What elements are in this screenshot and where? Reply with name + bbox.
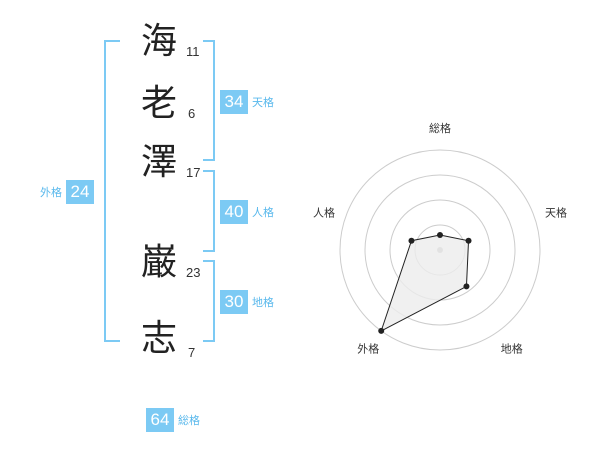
stroke-count-5: 7 (188, 345, 196, 360)
name-char-3: 澤 (141, 142, 178, 183)
radar-ring (339, 149, 541, 351)
radar-polygon (380, 234, 470, 332)
stroke-count-1: 11 (186, 44, 200, 59)
name-char-5: 志 (141, 318, 178, 359)
name-char-2: 老 (141, 83, 178, 124)
chikaku-bracket (203, 260, 215, 342)
jinkaku-bracket (203, 170, 215, 252)
gaikaku-bracket (104, 40, 120, 342)
jinkaku-value: 40 (220, 200, 248, 224)
name-char-1: 海 (141, 21, 178, 62)
stroke-count-3: 17 (186, 165, 201, 180)
tenkaku-label: 天格 (252, 96, 274, 109)
chikaku-badge: 30 地格 (220, 290, 274, 314)
radar-series (378, 232, 472, 334)
chikaku-value: 30 (220, 290, 248, 314)
soukaku-value: 64 (146, 408, 174, 432)
radar-axis-label: 地格 (501, 342, 523, 356)
radar-axis-label: 天格 (545, 205, 567, 219)
soukaku-badge: 64 総格 (146, 408, 200, 432)
gaikaku-label: 外格 (40, 186, 62, 199)
radar-axis-label: 人格 (313, 205, 335, 219)
radar-point (465, 237, 472, 244)
soukaku-label: 総格 (178, 414, 200, 427)
radar-point (408, 237, 415, 244)
radar-point (463, 283, 470, 290)
gaikaku-value: 24 (66, 180, 94, 204)
radar-ring (364, 174, 516, 326)
radar-point (437, 232, 443, 238)
tenkaku-bracket (203, 40, 215, 161)
jinkaku-label: 人格 (252, 206, 274, 219)
radar-point (378, 327, 385, 334)
radar-axis-label: 総格 (429, 121, 451, 135)
tenkaku-value: 34 (220, 90, 248, 114)
stroke-count-4: 23 (186, 265, 201, 280)
name-char-4: 巌 (141, 242, 178, 283)
chikaku-label: 地格 (252, 296, 274, 309)
radar-axis-label: 外格 (357, 342, 379, 356)
stroke-count-2: 6 (188, 106, 196, 121)
jinkaku-badge: 40 人格 (220, 200, 274, 224)
tenkaku-badge: 34 天格 (220, 90, 274, 114)
gaikaku-badge: 外格 24 (40, 180, 94, 204)
